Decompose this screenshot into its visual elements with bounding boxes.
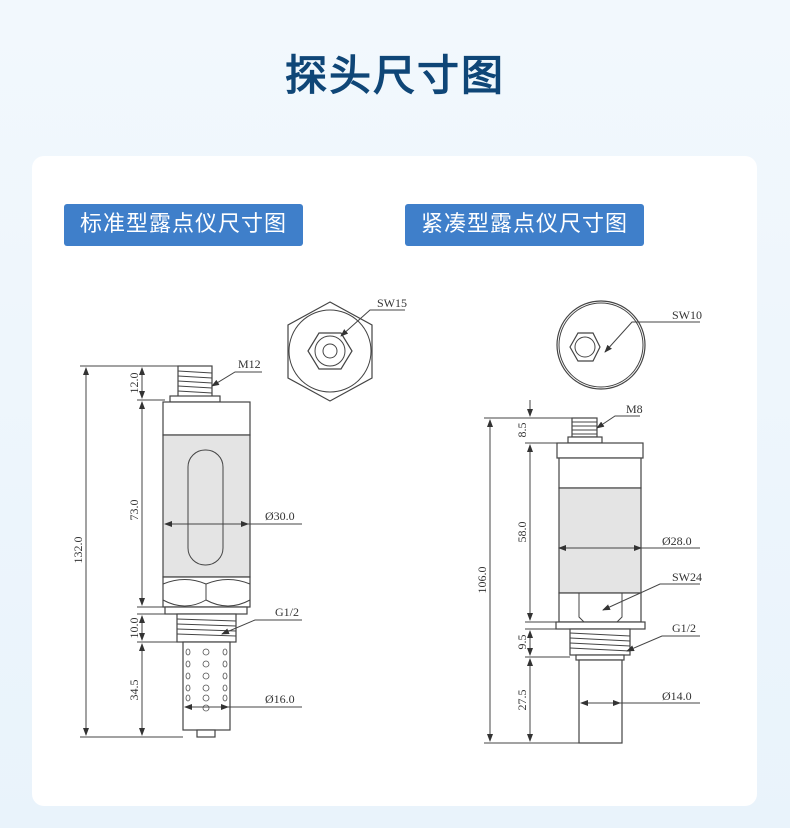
dim-thread-standard: 10.0 bbox=[127, 618, 141, 639]
dim-filter-standard: 34.5 bbox=[127, 680, 141, 701]
dim-body-compact: 58.0 bbox=[515, 522, 529, 543]
dim-connector-standard: 12.0 bbox=[127, 373, 141, 394]
dim-total-standard: 132.0 bbox=[71, 537, 85, 564]
sw10-label: SW10 bbox=[672, 308, 702, 322]
diameter-probe-compact: Ø14.0 bbox=[662, 689, 692, 703]
m8-label: M8 bbox=[626, 402, 643, 416]
sw15-label: SW15 bbox=[377, 296, 407, 310]
m12-label: M12 bbox=[238, 357, 261, 371]
standard-side-view bbox=[162, 365, 251, 738]
g12-label-compact: G1/2 bbox=[672, 621, 696, 635]
dim-body-standard: 73.0 bbox=[127, 500, 141, 521]
dim-connector-compact: 8.5 bbox=[515, 423, 529, 438]
compact-side-view bbox=[555, 417, 646, 744]
standard-probe-label: 标准型露点仪尺寸图 bbox=[64, 204, 304, 246]
diameter-body-standard: Ø30.0 bbox=[265, 509, 295, 523]
page-title: 探头尺寸图 bbox=[284, 51, 505, 100]
compact-dimensions: 106.0 8.5 58.0 9.5 27.5 Ø28.0 SW24 G1/2 … bbox=[475, 400, 702, 744]
sw24-label: SW24 bbox=[672, 570, 702, 584]
standard-top-view: SW15 bbox=[287, 296, 407, 402]
diameter-body-compact: Ø28.0 bbox=[662, 534, 692, 548]
compact-top-view: SW10 bbox=[556, 300, 702, 390]
diameter-filter-standard: Ø16.0 bbox=[265, 692, 295, 706]
dim-total-compact: 106.0 bbox=[475, 567, 489, 594]
dim-thread-compact: 9.5 bbox=[515, 635, 529, 650]
dim-probe-compact: 27.5 bbox=[515, 690, 529, 711]
standard-dimensions: 132.0 12.0 73.0 10.0 34.5 Ø30.0 Ø16.0 M1… bbox=[71, 357, 302, 738]
compact-probe-label: 紧凑型露点仪尺寸图 bbox=[405, 204, 645, 246]
g12-label-standard: G1/2 bbox=[275, 605, 299, 619]
